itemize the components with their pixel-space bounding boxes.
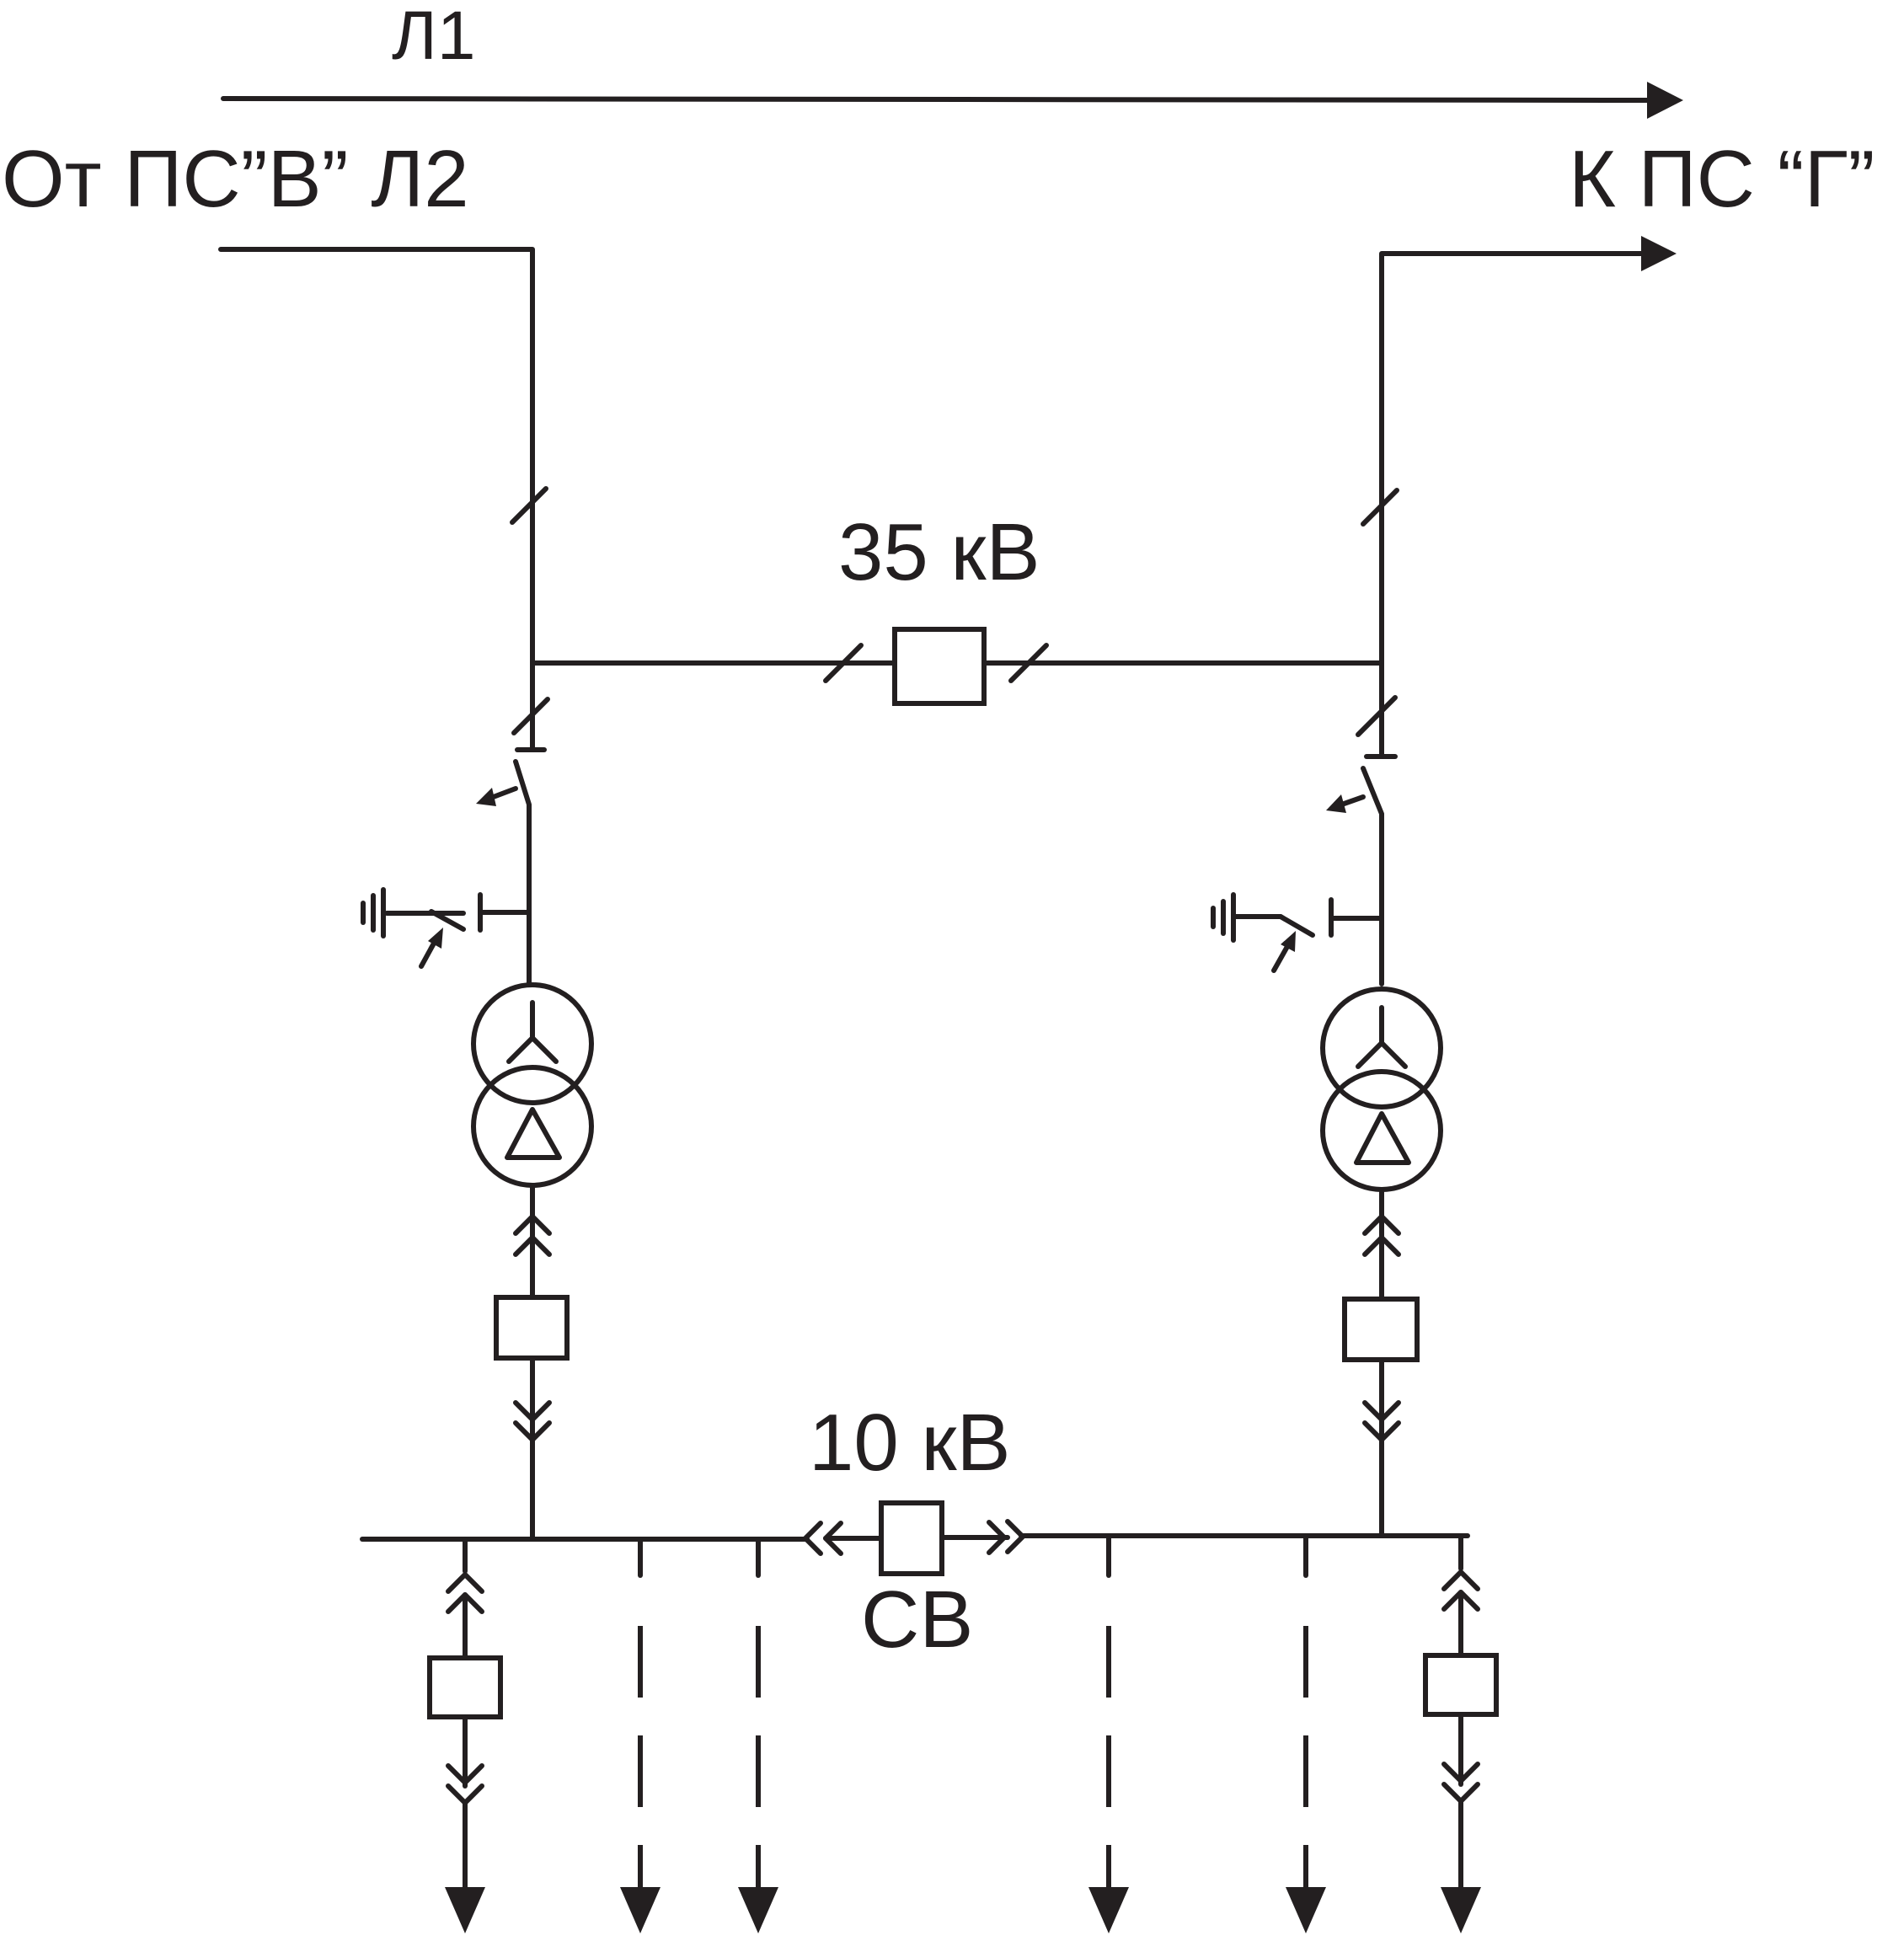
- separator-right: [1326, 766, 1384, 987]
- feeder-breaker-2: [1423, 1653, 1499, 1717]
- power-transformer-left: [471, 982, 594, 1298]
- bridge-35kv: [530, 621, 1384, 759]
- line-to-substation-g: [1379, 236, 1677, 626]
- feeder-cell-1: [427, 1537, 503, 1933]
- incomer-breaker-left: [494, 1295, 570, 1361]
- line-disconnector-right-mark: [1361, 488, 1399, 527]
- from-substation-label: От ПС”В” Л2: [2, 134, 469, 224]
- line1-label: Л1: [392, 0, 475, 74]
- feeder-reserve-3: [1088, 1533, 1129, 1933]
- feeder-reserve-4: [1286, 1533, 1326, 1933]
- incomer-10kv-right: [1342, 1214, 1420, 1537]
- voltage-35kv-label: 35 кВ: [838, 507, 1040, 597]
- voltage-10kv-label: 10 кВ: [809, 1398, 1010, 1488]
- feeder-cell-2: [1423, 1533, 1499, 1933]
- line-l1: [221, 82, 1683, 119]
- separator-left: [476, 759, 532, 987]
- feeder-breaker-1: [427, 1655, 503, 1719]
- incomer-breaker-right: [1342, 1297, 1420, 1362]
- line-disconnector-left-mark: [510, 486, 548, 525]
- bridge-disconnector-right-mark: [1008, 643, 1049, 683]
- bridge-breaker: [892, 627, 987, 706]
- transformer-disconnector-right-mark: [1356, 695, 1398, 737]
- feeder-reserve-1: [620, 1537, 661, 1933]
- sectional-breaker-body: [879, 1500, 944, 1576]
- feeder-reserve-2: [738, 1537, 778, 1933]
- sectional-breaker: [803, 1500, 1025, 1576]
- transformer-disconnector-left-mark: [511, 697, 550, 735]
- incomer-10kv-left: [494, 1214, 570, 1540]
- to-substation-label: К ПС “Г”: [1569, 134, 1875, 224]
- sectional-breaker-label: СВ: [861, 1575, 973, 1665]
- bridge-disconnector-left-mark: [823, 643, 864, 683]
- earthing-switch-right: [1211, 892, 1384, 973]
- power-transformer-right: [1320, 987, 1443, 1300]
- earthing-switch-left: [361, 887, 532, 969]
- line-l2-incoming: [218, 247, 535, 626]
